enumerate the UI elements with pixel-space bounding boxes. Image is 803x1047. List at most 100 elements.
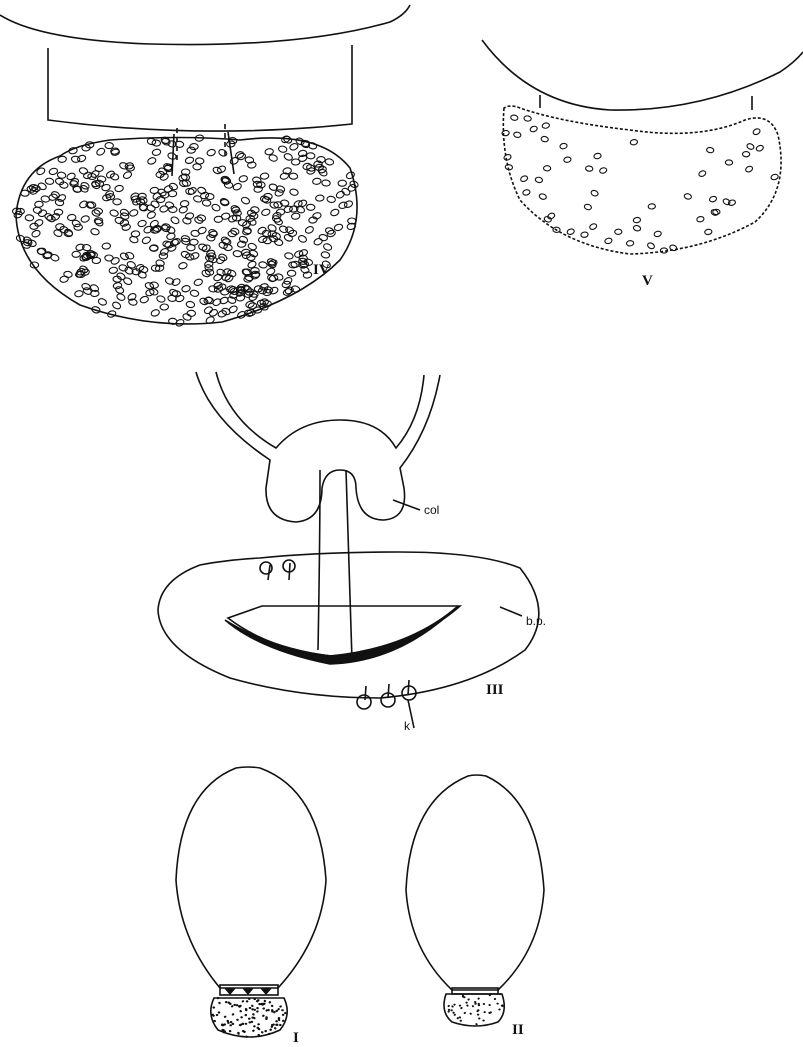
texture-cell (466, 1004, 469, 1007)
texture-cell (264, 1030, 267, 1032)
texture-cell (252, 1013, 255, 1016)
texture-cell (742, 151, 749, 156)
fig-i-capsule (176, 767, 326, 988)
texture-cell (322, 180, 331, 187)
texture-cell (252, 1029, 255, 1032)
texture-cell (503, 154, 512, 161)
texture-cell (330, 208, 340, 217)
texture-cell (543, 166, 550, 171)
fig-v-cell-texture (502, 114, 779, 253)
texture-cell (323, 243, 333, 252)
texture-cell (248, 302, 257, 310)
texture-cell (590, 189, 599, 196)
fig-iv-duct-dashed (177, 124, 225, 162)
texture-cell (498, 1008, 501, 1010)
texture-cell (547, 212, 556, 220)
texture-cell (463, 1012, 466, 1015)
texture-cell (235, 150, 245, 159)
texture-cell (648, 204, 656, 210)
texture-cell (542, 122, 550, 129)
texture-cell (281, 1009, 284, 1011)
texture-cell (281, 135, 291, 144)
texture-cell (709, 196, 717, 203)
texture-cell (211, 203, 221, 212)
texture-cell (474, 1003, 477, 1005)
texture-cell (223, 244, 232, 251)
texture-cell (31, 229, 41, 238)
texture-cell (585, 166, 593, 172)
texture-cell (111, 301, 121, 310)
texture-cell (306, 153, 315, 159)
texture-cell (245, 1023, 248, 1025)
texture-cell (197, 226, 207, 235)
texture-cell (289, 188, 299, 196)
texture-cell (159, 205, 169, 213)
texture-cell (499, 993, 502, 996)
texture-cell (469, 1013, 472, 1015)
texture-cell (488, 1004, 491, 1007)
texture-cell (270, 1004, 273, 1007)
texture-cell (110, 256, 120, 265)
texture-cell (141, 236, 151, 245)
texture-cell (261, 208, 271, 216)
texture-cell (105, 143, 114, 149)
texture-cell (232, 182, 242, 191)
texture-cell (197, 186, 207, 195)
texture-cell (615, 229, 622, 234)
texture-cell (168, 182, 178, 191)
texture-cell (45, 178, 54, 185)
texture-cell (236, 1004, 239, 1006)
texture-cell (452, 1012, 455, 1014)
texture-cell (25, 214, 34, 221)
texture-cell (505, 164, 513, 170)
texture-cell (231, 1013, 234, 1016)
texture-cell (160, 304, 169, 310)
texture-cell (261, 1031, 264, 1034)
texture-cell (563, 156, 571, 163)
texture-cell (152, 148, 161, 156)
texture-cell (453, 1013, 456, 1016)
texture-cell (102, 243, 111, 250)
texture-cell (581, 232, 589, 238)
texture-cell (522, 189, 530, 196)
texture-cell (206, 149, 216, 157)
texture-cell (249, 1007, 252, 1009)
fig-iv-body-arc (0, 5, 410, 45)
texture-cell (291, 213, 300, 220)
texture-cell (114, 185, 123, 192)
texture-cell (147, 138, 156, 146)
texture-cell (245, 300, 255, 308)
figure-ii: II (406, 775, 544, 1038)
texture-cell (321, 251, 331, 259)
texture-cell (202, 200, 211, 207)
texture-cell (260, 173, 269, 180)
texture-cell (315, 195, 324, 202)
texture-cell (654, 230, 662, 237)
texture-cell (193, 195, 203, 203)
texture-cell (185, 188, 194, 195)
texture-cell (105, 255, 114, 261)
texture-cell (279, 1005, 282, 1008)
fig-iii-hairs-upper (260, 560, 295, 580)
texture-cell (451, 1005, 454, 1008)
texture-cell (97, 298, 107, 307)
texture-cell (725, 160, 732, 166)
texture-cell (706, 147, 714, 153)
texture-cell (253, 1025, 256, 1027)
texture-cell (168, 191, 177, 197)
texture-cell (477, 1013, 480, 1015)
texture-cell (215, 1014, 218, 1017)
texture-cell (236, 294, 245, 301)
texture-cell (129, 209, 139, 218)
texture-cell (91, 209, 101, 218)
fig-ii-label: II (512, 1022, 524, 1038)
texture-cell (72, 251, 81, 258)
texture-cell (109, 267, 118, 274)
texture-cell (338, 180, 347, 186)
texture-cell (284, 1012, 287, 1014)
texture-cell (312, 212, 322, 220)
texture-cell (471, 1005, 474, 1008)
fig-ii-foot-texture (447, 993, 504, 1026)
texture-cell (190, 144, 199, 150)
texture-cell (218, 1001, 221, 1004)
